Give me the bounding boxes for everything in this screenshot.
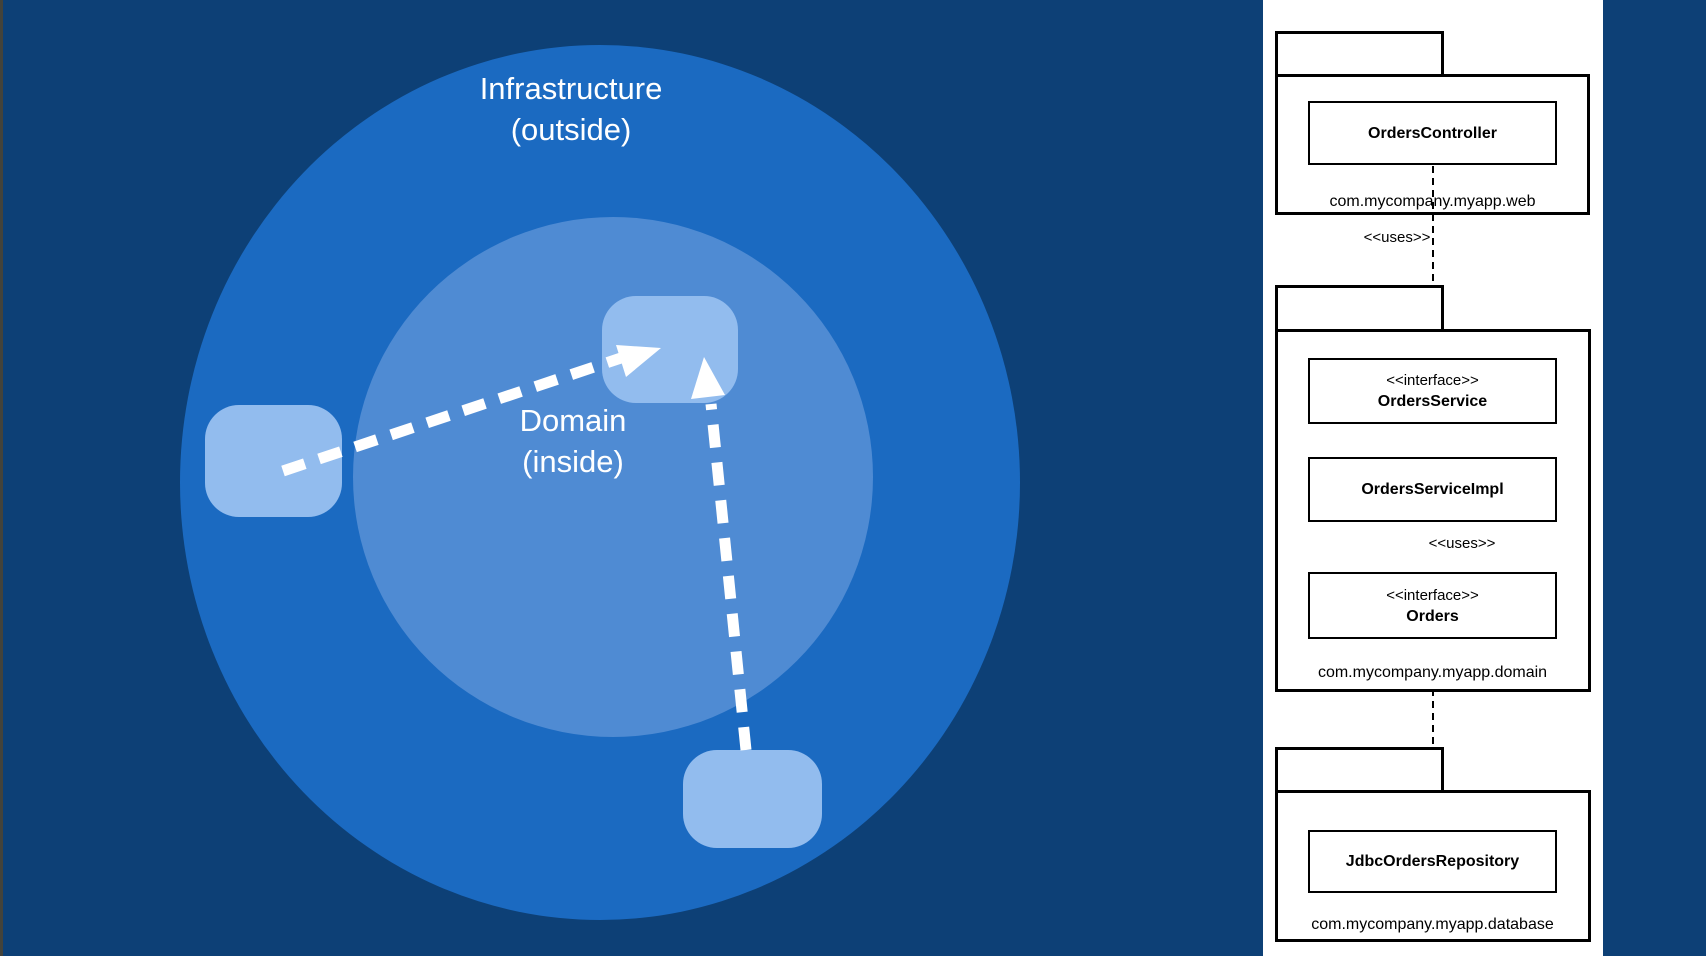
interface-orders: <<interface>> Orders [1308,572,1557,639]
class-jdbc-orders-repository-name: JdbcOrdersRepository [1345,853,1520,870]
domain-label-line2: (inside) [522,444,624,479]
interface-orders-stereotype: <<interface>> [1386,586,1479,604]
infrastructure-label-line2: (outside) [510,112,632,147]
package-database-tab [1275,747,1444,790]
package-web-tab [1275,31,1444,74]
domain-label-line1: Domain [519,403,627,438]
infrastructure-label: Infrastructure (outside) [371,68,771,150]
window-edge-strip [0,0,3,956]
class-jdbc-orders-repository: JdbcOrdersRepository [1308,830,1557,893]
interface-orders-service-name: OrdersService [1377,393,1488,410]
component-box-center [602,296,738,403]
interface-orders-service-stereotype: <<interface>> [1386,372,1479,389]
package-database-label: com.mycompany.myapp.database [1311,916,1554,933]
class-orders-controller: OrdersController [1308,101,1557,165]
uses-label-middle: <<uses>> [1428,535,1496,552]
class-orders-service-impl-name: OrdersServiceImpl [1361,481,1504,498]
class-orders-controller-name: OrdersController [1368,124,1497,142]
interface-orders-service: <<interface>> OrdersService [1308,358,1557,424]
component-box-left [205,405,342,517]
domain-label: Domain (inside) [373,400,773,482]
component-box-bottom [683,750,822,848]
interface-orders-name: Orders [1406,607,1459,625]
package-web-label: com.mycompany.myapp.web [1329,193,1536,210]
uses-label-top: <<uses>> [1363,229,1431,246]
package-domain-tab [1275,285,1444,329]
package-domain-label: com.mycompany.myapp.domain [1317,664,1548,681]
class-orders-service-impl: OrdersServiceImpl [1308,457,1557,522]
infrastructure-label-line1: Infrastructure [479,71,663,106]
